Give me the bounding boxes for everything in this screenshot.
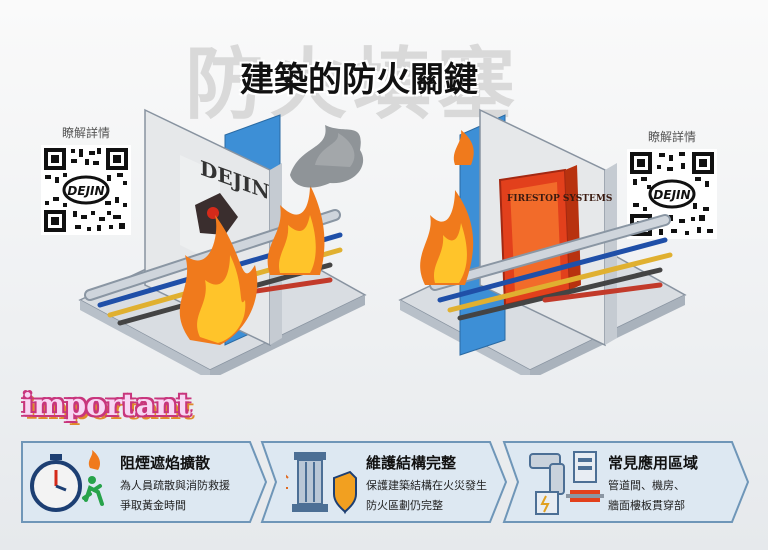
panel-line2-structure: 防火區劃仍完整 bbox=[366, 499, 443, 512]
qr-block-left[interactable]: 瞭解詳情 DEJIN bbox=[38, 124, 134, 235]
qr-brand-right: DEJIN bbox=[653, 188, 690, 202]
info-panel-applications: 常見應用區域 管道間、機房、 牆面樓板貫穿部 bbox=[500, 438, 752, 526]
qr-brand-left: DEJIN bbox=[67, 184, 104, 198]
panel-title-structure: 維護結構完整 bbox=[366, 454, 457, 472]
qr-label-left: 瞭解詳情 bbox=[61, 126, 110, 140]
qr-label-right: 瞭解詳情 bbox=[647, 130, 696, 144]
panel-title-applications: 常見應用區域 bbox=[608, 454, 699, 472]
panel-title-evacuation: 阻煙遮焰擴散 bbox=[120, 454, 211, 472]
info-panel-structure: 維護結構完整 保護建築結構在火災發生 防火區劃仍完整 bbox=[258, 438, 510, 526]
svg-text:FIRESTOP SYSTEMS: FIRESTOP SYSTEMS bbox=[507, 194, 612, 204]
panel-line1-structure: 保護建築結構在火災發生 bbox=[366, 479, 487, 492]
stopwatch-runner-icon bbox=[30, 450, 104, 512]
panel-line2-evacuation: 爭取黃金時間 bbox=[120, 499, 186, 512]
panel-line1-applications: 管道間、機房、 bbox=[608, 479, 685, 492]
info-panel-evacuation: 阻煙遮焰擴散 為人員疏散與消防救援 爭取黃金時間 bbox=[18, 438, 270, 526]
pipes-panel-icon bbox=[529, 451, 604, 515]
page-title: 建築的防火關鍵 bbox=[240, 60, 478, 100]
panel-line2-applications: 牆面樓板貫穿部 bbox=[608, 499, 685, 512]
unsealed-penetration-illustration: DEJIN bbox=[78, 108, 367, 375]
qr-code-left[interactable]: DEJIN bbox=[41, 145, 131, 235]
background-title: 防火填塞 bbox=[185, 39, 522, 130]
panel-line1-evacuation: 為人員疏散與消防救援 bbox=[120, 479, 230, 492]
important-badge: important bbox=[22, 388, 191, 423]
sealed-penetration-illustration: FIRESTOP SYSTEMS bbox=[398, 108, 687, 375]
pillar-shield-icon bbox=[286, 452, 357, 515]
